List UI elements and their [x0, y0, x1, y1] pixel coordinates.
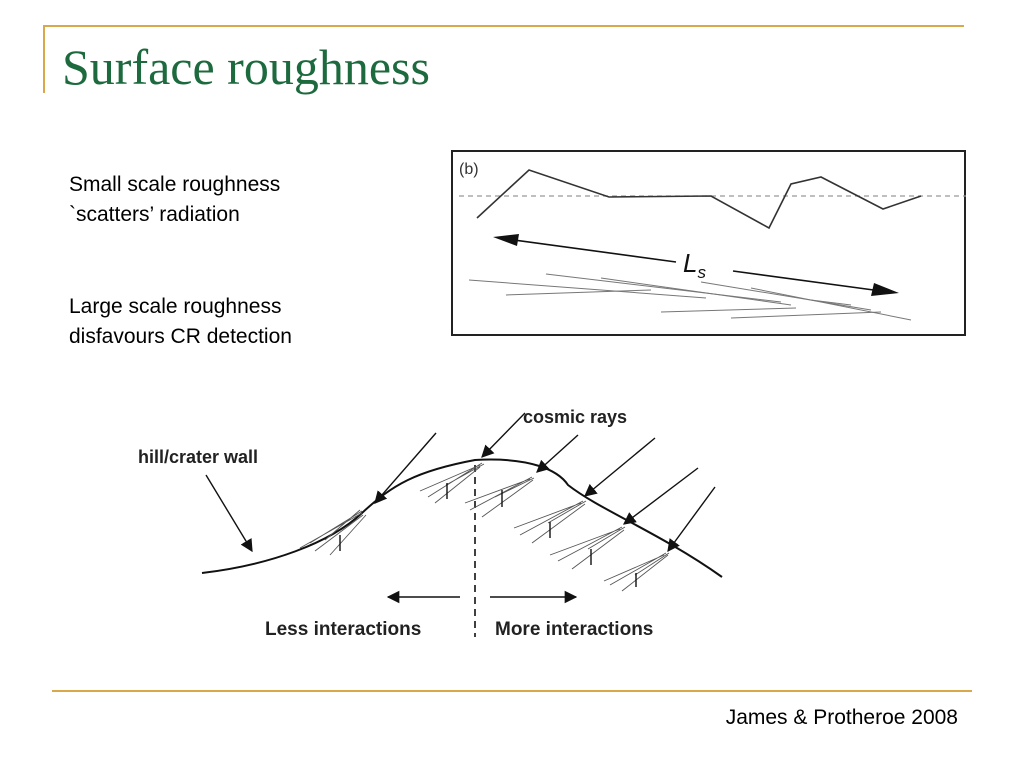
length-subscript: s	[697, 263, 706, 282]
surface-pointer-arrow	[205, 474, 253, 553]
frame-top-rule	[43, 25, 964, 27]
note-small-scale: Small scale roughness `scatters’ radiati…	[69, 170, 280, 230]
frame-left-rule	[43, 25, 45, 93]
figure-b-border	[451, 150, 966, 336]
shower-streaks	[299, 462, 670, 592]
note-large-scale: Large scale roughness disfavours CR dete…	[69, 292, 292, 352]
note-large-scale-line2: disfavours CR detection	[69, 325, 292, 348]
length-label: Ls	[683, 248, 706, 282]
note-small-scale-line2: `scatters’ radiation	[69, 203, 240, 226]
cosmic-rays-label: cosmic rays	[523, 407, 627, 427]
roughness-profile-figure: (b) Ls	[451, 150, 966, 336]
terrain-profile	[201, 458, 723, 578]
arrowhead-right	[871, 283, 899, 296]
panel-label: (b)	[459, 161, 479, 178]
crater-wall-figure: hill/crater wall cosmic rays Less intera…	[138, 407, 723, 640]
length-arrow-right	[732, 270, 882, 292]
footer-rule	[52, 690, 972, 692]
rays-pointer-arrow	[481, 412, 526, 458]
citation: James & Protheroe 2008	[725, 706, 958, 729]
less-interactions-label: Less interactions	[265, 619, 421, 640]
length-arrow-left	[506, 238, 677, 263]
grazing-rays	[468, 273, 912, 321]
note-large-scale-line1: Large scale roughness	[69, 295, 282, 318]
note-small-scale-line1: Small scale roughness	[69, 173, 281, 196]
surface-profile	[476, 169, 922, 230]
cosmic-ray-arrows	[374, 432, 716, 553]
more-interactions-label: More interactions	[495, 619, 653, 640]
surface-label: hill/crater wall	[138, 447, 258, 467]
arrowhead-left	[493, 234, 519, 246]
slide-title: Surface roughness	[62, 39, 430, 95]
